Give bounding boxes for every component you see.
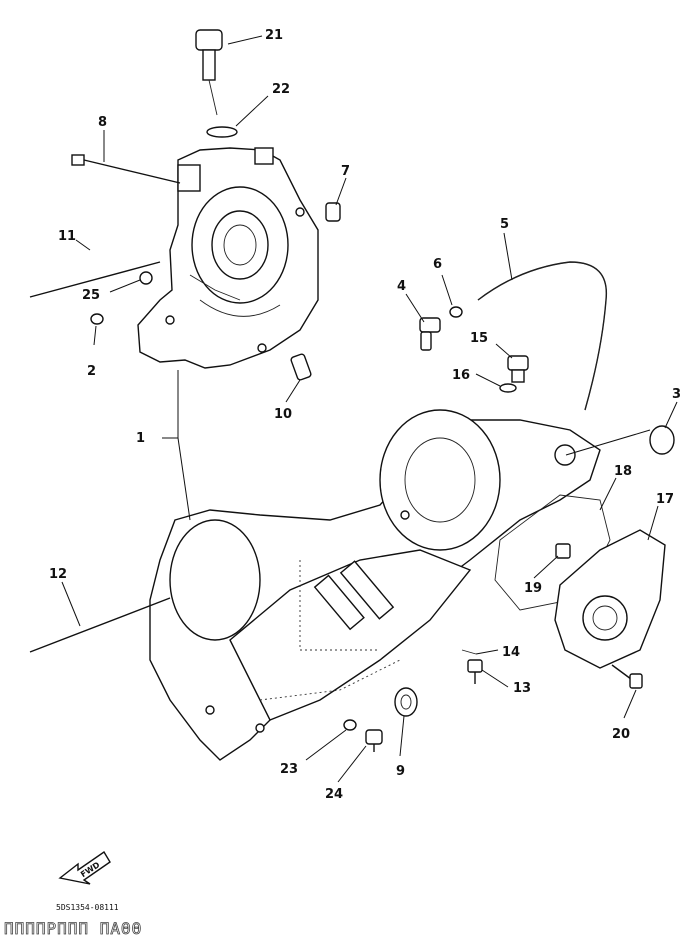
- callout-2: 2: [87, 364, 96, 379]
- dowel-pin-2: [90, 313, 104, 325]
- fwd-arrow-icon: FWD: [58, 850, 111, 885]
- callout-20: 20: [612, 727, 630, 742]
- callout-14: 14: [502, 645, 520, 660]
- bolt-8: [71, 154, 181, 184]
- callout-22: 22: [272, 82, 290, 97]
- washer-25: [139, 271, 153, 285]
- callout-3: 3: [672, 387, 681, 402]
- crankcase-cover-17: [554, 529, 666, 669]
- breather-cap-21: [195, 29, 223, 116]
- gasket-16: [499, 383, 517, 393]
- callout-17: 17: [656, 492, 674, 507]
- main-crankcase: [149, 409, 601, 761]
- bolt-20: [611, 664, 643, 689]
- o-ring-22: [206, 126, 238, 138]
- callout-21: 21: [265, 28, 283, 43]
- callout-24: 24: [325, 787, 343, 802]
- callout-1: 1: [136, 431, 145, 446]
- dowel-10: [290, 353, 312, 381]
- callout-12: 12: [49, 567, 67, 582]
- callout-8: 8: [98, 115, 107, 130]
- callout-23: 23: [280, 762, 298, 777]
- callout-13: 13: [513, 681, 531, 696]
- callout-11: 11: [58, 229, 76, 244]
- callout-16: 16: [452, 368, 470, 383]
- bolt-24: [365, 729, 383, 752]
- oil-seal-9: [394, 687, 418, 717]
- hose-5: [477, 261, 608, 411]
- leader-lines: [61, 35, 678, 783]
- upper-crankcase-half: [137, 147, 319, 369]
- bushing-3: [649, 425, 675, 455]
- callout-19: 19: [524, 581, 542, 596]
- clip-6: [449, 306, 463, 318]
- diagram-code: 5DS1354-08111: [56, 903, 119, 912]
- screw-13: [467, 659, 483, 684]
- callout-6: 6: [433, 257, 442, 272]
- callout-18: 18: [614, 464, 632, 479]
- stud-12: [29, 597, 171, 653]
- callout-9: 9: [396, 764, 405, 779]
- washer-23: [343, 719, 357, 731]
- callout-7: 7: [341, 164, 350, 179]
- dowel-19: [555, 543, 571, 559]
- footer-text: ΠΠΠΠΡΠΠΠ ΠΑΘΘ: [4, 919, 142, 935]
- callout-10: 10: [274, 407, 292, 422]
- callout-15: 15: [470, 331, 488, 346]
- callout-4: 4: [397, 279, 406, 294]
- elbow-fitting-4: [419, 317, 441, 351]
- drain-plug-15: [507, 355, 529, 383]
- dowel-7: [325, 202, 341, 222]
- callout-5: 5: [500, 217, 509, 232]
- callout-25: 25: [82, 288, 100, 303]
- stud-11: [29, 261, 161, 298]
- callouts: 21 22 8 7 11 25 2 10 1 5 6 4 15 16 3 18 …: [49, 28, 681, 802]
- clip-14: [461, 649, 477, 655]
